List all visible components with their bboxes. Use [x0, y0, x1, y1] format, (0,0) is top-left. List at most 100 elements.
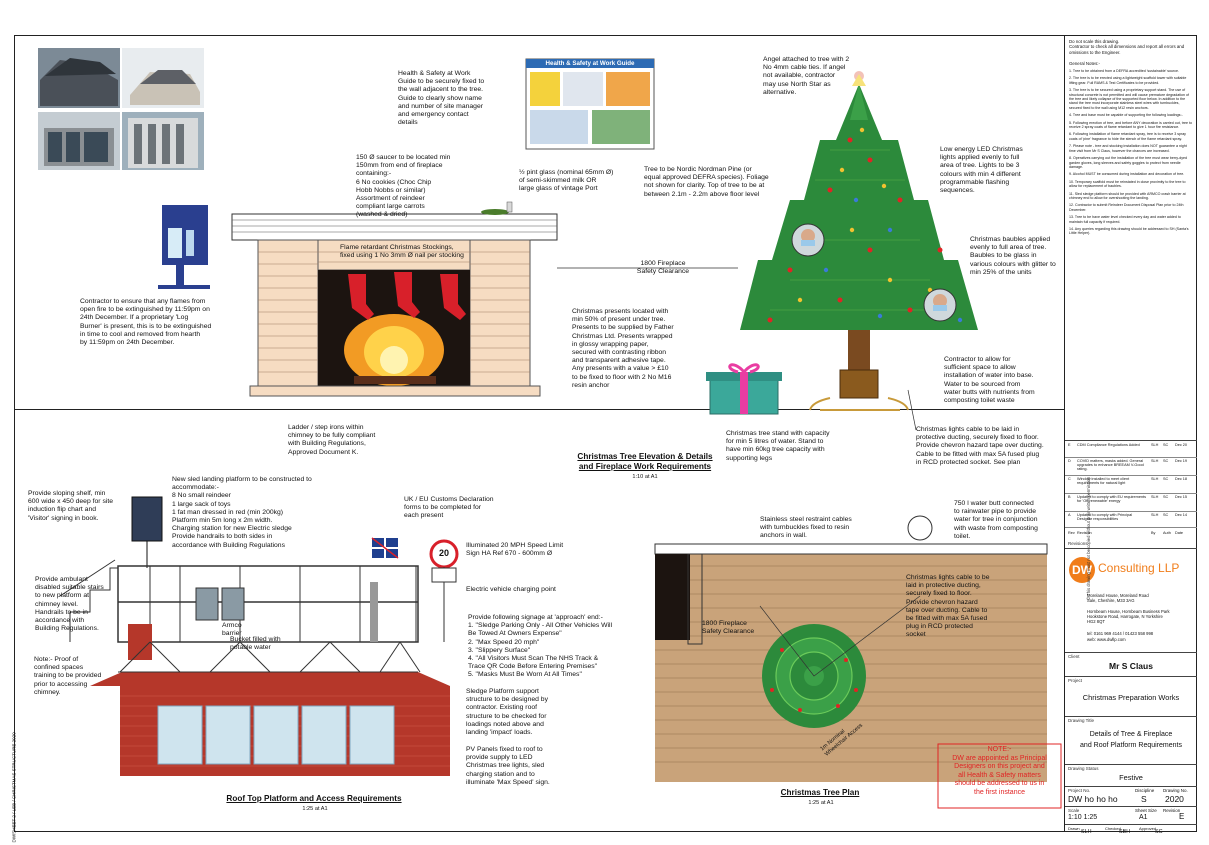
health-safety-poster [525, 58, 655, 150]
speed-limit-note: Illuminated 20 MPH Speed Limit Sign HA R… [466, 542, 564, 558]
general-note: 7. Please note - tree and stocking insta… [1069, 144, 1187, 153]
general-note: 14. Any queries regarding this drawing s… [1069, 226, 1189, 236]
revision-row: A Updated to comply with Principal Desig… [1065, 513, 1197, 528]
general-note: 11. Sled sledge platform should be provi… [1069, 191, 1186, 200]
company-block: DW Consulting LLP Moreland House, Morela… [1065, 548, 1197, 652]
general-note: 2. The tree is to be erected using a lig… [1069, 76, 1187, 85]
status-value: Festive [1119, 773, 1143, 782]
revision-row: D COVID matters, masks added. General up… [1065, 459, 1197, 476]
company-web: web: www.dwllp.com [1087, 637, 1126, 642]
title-block: Do not scale this drawing. Contractor to… [1064, 35, 1197, 835]
water-note: Contractor to allow for sufficient space… [944, 356, 1035, 405]
discipline-value: S [1141, 794, 1147, 804]
baubles-note: Christmas baubles applied evenly to full… [970, 236, 1056, 276]
christmas-stockings [348, 272, 466, 320]
cable-plan-note: Christmas lights cable to be laid in pro… [906, 574, 990, 639]
revision-value: E [1179, 812, 1185, 821]
presents-note: Christmas presents located with min 50% … [572, 308, 674, 389]
hs-guide-note: Health & Safety at Work Guide to be secu… [398, 70, 485, 127]
building-photos [38, 48, 204, 170]
general-note: 5. Following erection of tree, and befor… [1069, 120, 1192, 130]
company-tel: tel: 0161 969 4144 / 01423 558 998 [1087, 631, 1154, 636]
general-note: 10. Temporary scaffold must be reinstate… [1069, 179, 1186, 189]
hand-sanitiser-station [158, 205, 210, 289]
client-cell: Client Mr S Claus [1065, 652, 1197, 676]
sloping-shelf-note: Provide sloping shelf, min 600 wide x 45… [28, 490, 114, 522]
checked-value: SBH [1119, 829, 1131, 835]
nordman-note: Tree to be Nordic Nordman Pine (or equal… [644, 166, 769, 198]
stairs-note: Provide ambulant disabled suitable stair… [35, 576, 104, 633]
plan-scale: 1:25 at A1 [808, 800, 834, 806]
drawing-number-value: 2020 [1165, 794, 1184, 804]
restraint-cables-note: Stainless steel restraint cables with tu… [760, 516, 852, 540]
general-note: 9. Alcohol MUST be consumed during insta… [1069, 172, 1185, 177]
revisions-label: Revisions [1068, 541, 1088, 546]
project-value: Christmas Preparation Works [1082, 693, 1180, 702]
drawing-sheet [14, 35, 1197, 832]
sheet-size-value: A1 [1139, 814, 1148, 821]
clearance-note: 1800 Fireplace Safety Clearance [636, 260, 690, 276]
general-note: 1. Tree to be obtained from a DEFRA accr… [1069, 69, 1180, 73]
project-cell: Project Christmas Preparation Works [1065, 676, 1197, 716]
client-value: Mr S Claus [1109, 661, 1153, 671]
principal-designer-note: NOTE:- DW are appointed as Principal Des… [952, 746, 1047, 796]
section-divider [14, 409, 1064, 410]
scale-value: 1:10 1:25 [1068, 814, 1098, 821]
stockings-note: Flame retardant Christmas Stockings, fix… [340, 244, 464, 260]
revisions-table: E CDM Compliance Regulations Added SLH S… [1065, 440, 1197, 548]
customs-note: UK / EU Customs Declaration forms to be … [404, 496, 494, 520]
pint-note: ½ pint glass (nominal 65mm Ø) of semi-sk… [519, 169, 614, 193]
revision-row: E CDM Compliance Regulations Added SLH S… [1065, 443, 1197, 458]
confined-spaces-note: Note:- Proof of confined spaces training… [34, 656, 102, 696]
drawing-title-value: Details of Tree & Fireplace and Roof Pla… [1080, 731, 1182, 749]
drawn-value: SLH [1081, 829, 1092, 835]
cable-elevation-note: Christmas lights cable to be laid in pro… [916, 426, 1044, 466]
dw-logo: DW [1069, 557, 1095, 583]
pv-panels-note: PV Panels fixed to roof to provide suppl… [466, 746, 550, 786]
file-path: DW/SHEET 2 / LEB / CHRISTMAS STRUCTURE 2… [11, 732, 17, 843]
scale-row: Scale 1:10 1:25 Sheet Size A1 Revision E [1065, 806, 1197, 824]
revision-row: C Window installed to meet client requir… [1065, 477, 1197, 494]
sled-platform-note: New sled landing platform to be construc… [172, 476, 312, 549]
angel-note: Angel attached to tree with 2 No 4mm cab… [763, 56, 850, 96]
copyright-side-note: © This drawing must not be copied withou… [1086, 476, 1091, 600]
plan-clearance-note: 1800 Fireplace Safety Clearance [702, 620, 755, 636]
principal-designer-note-frame [937, 743, 1062, 809]
title-block-header-note: Do not scale this drawing. Contractor to… [1069, 39, 1185, 66]
general-note: 4. Tree and base must be capable of supp… [1069, 113, 1183, 118]
revision-header-row: Rev Revision By Auth Date [1068, 531, 1184, 535]
signage-note: Provide following signage at 'approach' … [468, 614, 613, 679]
bucket-note: Bucket filled with potable water [230, 636, 281, 652]
ev-note: Electric vehicle charging point [466, 586, 556, 593]
poster-title: Health & Safety at Work Guide [545, 60, 635, 67]
saucer-note: 150 Ø saucer to be located min 150mm fro… [356, 154, 451, 219]
mantel-cookies [481, 201, 513, 215]
elevation-scale: 1:10 at A1 [632, 474, 658, 480]
project-number-row: Project No. DW ho ho ho Discipline S Dra… [1065, 786, 1197, 806]
approved-value: SC [1155, 829, 1163, 835]
roof-scale: 1:25 at A1 [302, 806, 328, 812]
general-note: 3. The tree is to be secured using a pro… [1069, 88, 1190, 110]
christmas-tree [740, 71, 978, 431]
armco-note: Armco barrier [222, 622, 242, 638]
fireplace [231, 213, 558, 397]
water-butt-note: 750 l water butt connected to rainwater … [954, 500, 1038, 540]
revision-row: B Updated to comply with EU requirements… [1065, 495, 1197, 512]
tree-stand-note: Christmas tree stand with capacity for m… [726, 430, 830, 462]
ladder-note: Ladder / step irons within chimney to be… [288, 424, 376, 456]
present [706, 363, 782, 415]
project-number-value: DW ho ho ho [1068, 794, 1118, 804]
roof-platform-drawing [59, 496, 459, 776]
company-address-2: Hornbeam House, Hornbeam Business Park H… [1087, 609, 1170, 625]
general-note: 12. Contractor to submit Reindeer Docume… [1069, 203, 1184, 212]
general-note: 8. Operatives carrying out the installat… [1069, 156, 1188, 169]
company-address-1: Moreland House, Moreland Road Sale, Ches… [1087, 593, 1149, 604]
flames-note: Contractor to ensure that any flames fro… [80, 298, 212, 347]
general-note: 13. Tree to be have water level checked … [1069, 215, 1181, 224]
drawing-title-cell: Drawing Title Details of Tree & Fireplac… [1065, 716, 1197, 764]
speed-sign-value: 20 [438, 548, 449, 558]
sledge-support-note: Sledge Platform support structure to be … [466, 688, 548, 737]
general-notes: 1. Tree to be obtained from a DEFRA accr… [1069, 69, 1193, 239]
elevation-title: Christmas Tree Elevation & Details and F… [577, 452, 713, 471]
